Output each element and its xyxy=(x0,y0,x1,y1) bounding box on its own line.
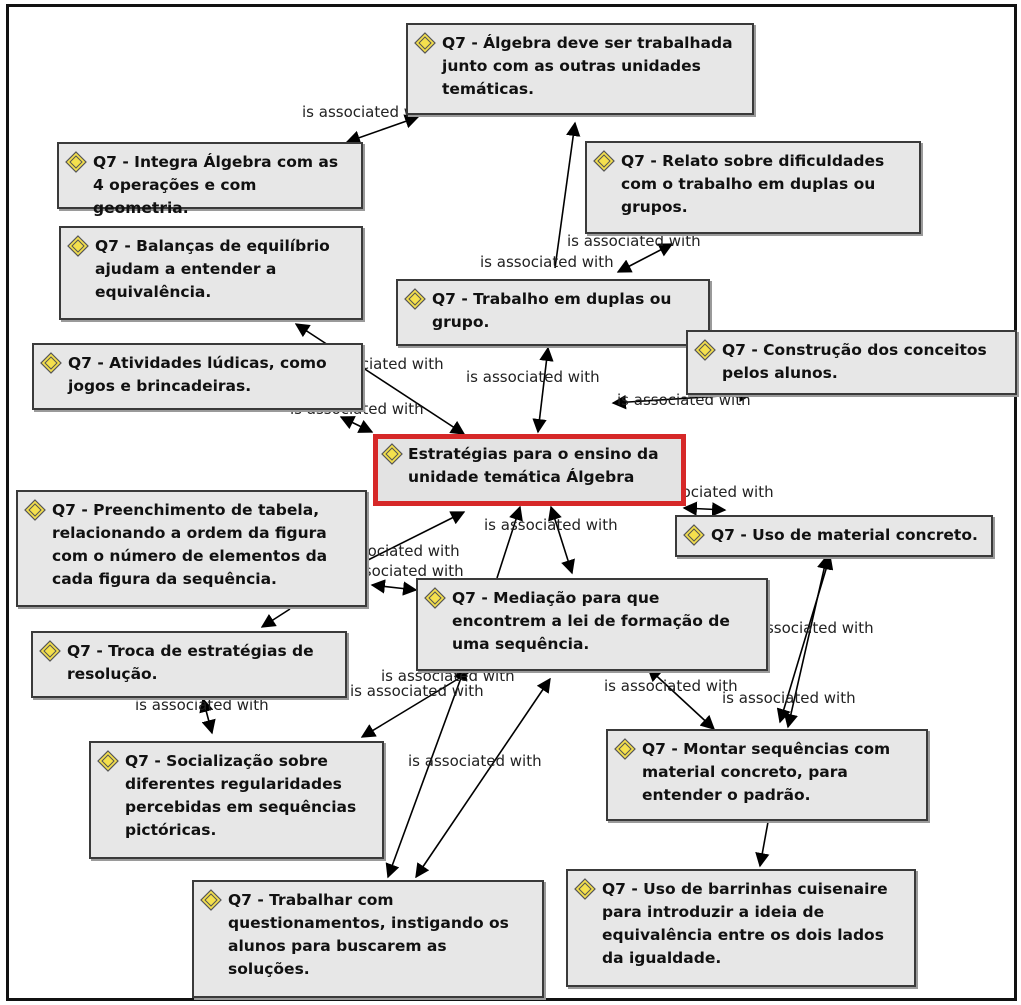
node-integra-algebra[interactable]: Q7 - Integra Álgebra com as 4 operações … xyxy=(57,142,363,217)
node-balancas-equilibrio[interactable]: Q7 - Balanças de equilíbrio ajudam a ent… xyxy=(59,226,363,320)
link-n14-n10 xyxy=(415,677,551,879)
link-n6-central xyxy=(611,387,754,410)
relation-label: is associated with xyxy=(381,667,515,685)
code-icon xyxy=(67,235,89,257)
node-label: Q7 - Troca de estratégias de resolução. xyxy=(67,642,314,683)
link-n3-n5 xyxy=(616,243,674,273)
node-label: Q7 - Álgebra deve ser trabalhada junto c… xyxy=(442,34,733,98)
node-label: Q7 - Balanças de equilíbrio ajudam a ent… xyxy=(95,237,330,301)
link-n10-n12 xyxy=(646,667,716,730)
node-label: Q7 - Atividades lúdicas, como jogos e br… xyxy=(68,354,327,395)
relation-label: is associated with xyxy=(302,103,436,121)
relation-label: is associated with xyxy=(135,696,269,714)
relation-label: is associated with xyxy=(480,253,614,271)
link-n12-n15 xyxy=(755,821,770,868)
node-mediacao-lei-formacao[interactable]: Q7 - Mediação para que encontrem a lei d… xyxy=(416,578,768,671)
node-preenchimento-tabela[interactable]: Q7 - Preenchimento de tabela, relacionan… xyxy=(16,490,367,607)
link-n4-central xyxy=(294,323,466,435)
node-label: Q7 - Uso de barrinhas cuisenaire para in… xyxy=(602,880,888,967)
relation-label: is associated with xyxy=(350,682,484,700)
central-node-estrategias-algebra[interactable]: Estratégias para o ensino da unidade tem… xyxy=(373,434,686,506)
code-icon xyxy=(414,32,436,54)
link-n8-central xyxy=(367,511,466,561)
link-n11-n13 xyxy=(199,697,216,735)
relation-label: is associated with xyxy=(567,232,701,250)
node-relato-dificuldades[interactable]: Q7 - Relato sobre dificuldades com o tra… xyxy=(585,141,921,234)
node-trabalho-duplas[interactable]: Q7 - Trabalho em duplas ou grupo. xyxy=(396,279,710,346)
code-icon xyxy=(65,151,87,173)
relation-label: is associated with xyxy=(604,677,738,695)
node-socializacao-regularidades[interactable]: Q7 - Socialização sobre diferentes regul… xyxy=(89,741,384,859)
node-label: Q7 - Construção dos conceitos pelos alun… xyxy=(722,341,987,382)
code-icon xyxy=(200,889,222,911)
link-n9-n12 xyxy=(783,554,832,729)
link-central-n9 xyxy=(682,501,727,517)
code-icon xyxy=(593,150,615,172)
node-label: Q7 - Uso de material concreto. xyxy=(711,526,978,544)
central-node-label: Estratégias para o ensino da unidade tem… xyxy=(408,445,659,486)
node-barrinhas-cuisenaire[interactable]: Q7 - Uso de barrinhas cuisenaire para in… xyxy=(566,869,916,987)
link-n5-central xyxy=(532,346,554,434)
code-icon xyxy=(404,288,426,310)
code-icon xyxy=(574,878,596,900)
relation-label: is associated with xyxy=(722,689,856,707)
relation-label: is associated with xyxy=(617,391,751,409)
code-icon xyxy=(39,640,61,662)
code-icon xyxy=(694,339,716,361)
node-label: Q7 - Preenchimento de tabela, relacionan… xyxy=(52,501,328,588)
link-n2-n1 xyxy=(345,114,420,145)
link-n8-n10 xyxy=(370,579,418,596)
node-label: Q7 - Montar sequências com material conc… xyxy=(642,740,891,804)
node-label: Q7 - Mediação para que encontrem a lei d… xyxy=(452,589,730,653)
node-label: Q7 - Relato sobre dificuldades com o tra… xyxy=(621,152,885,216)
node-label: Q7 - Trabalho em duplas ou grupo. xyxy=(432,290,672,331)
node-label: Q7 - Integra Álgebra com as 4 operações … xyxy=(93,153,339,217)
code-family-icon xyxy=(381,443,403,465)
node-label: Q7 - Socialização sobre diferentes regul… xyxy=(125,752,357,839)
code-icon xyxy=(97,750,119,772)
relation-label: is associated with xyxy=(740,619,874,637)
link-n1-central xyxy=(554,121,581,269)
code-icon xyxy=(24,499,46,521)
link-n10-central xyxy=(496,505,523,579)
node-uso-material-concreto[interactable]: Q7 - Uso de material concreto. xyxy=(675,515,993,557)
relation-label: is associated with xyxy=(466,368,600,386)
link-n8-n11 xyxy=(260,608,291,628)
link-n7-central xyxy=(339,416,374,433)
code-icon xyxy=(614,738,636,760)
node-trabalhar-questionamentos[interactable]: Q7 - Trabalhar com questionamentos, inst… xyxy=(192,880,544,998)
node-label: Q7 - Trabalhar com questionamentos, inst… xyxy=(228,891,509,978)
node-atividades-ludicas[interactable]: Q7 - Atividades lúdicas, como jogos e br… xyxy=(32,343,363,410)
link-central-n10 xyxy=(548,505,575,575)
relation-label: is associated with xyxy=(484,516,618,534)
code-icon xyxy=(683,524,705,546)
code-icon xyxy=(424,587,446,609)
node-construcao-conceitos[interactable]: Q7 - Construção dos conceitos pelos alun… xyxy=(686,330,1017,395)
node-troca-estrategias[interactable]: Q7 - Troca de estratégias de resolução. xyxy=(31,631,347,698)
node-algebra-unidades[interactable]: Q7 - Álgebra deve ser trabalhada junto c… xyxy=(406,23,754,115)
node-montar-sequencias[interactable]: Q7 - Montar sequências com material conc… xyxy=(606,729,928,821)
relation-label: is associated with xyxy=(408,752,542,770)
code-icon xyxy=(40,352,62,374)
diagram-frame xyxy=(6,4,1017,1001)
